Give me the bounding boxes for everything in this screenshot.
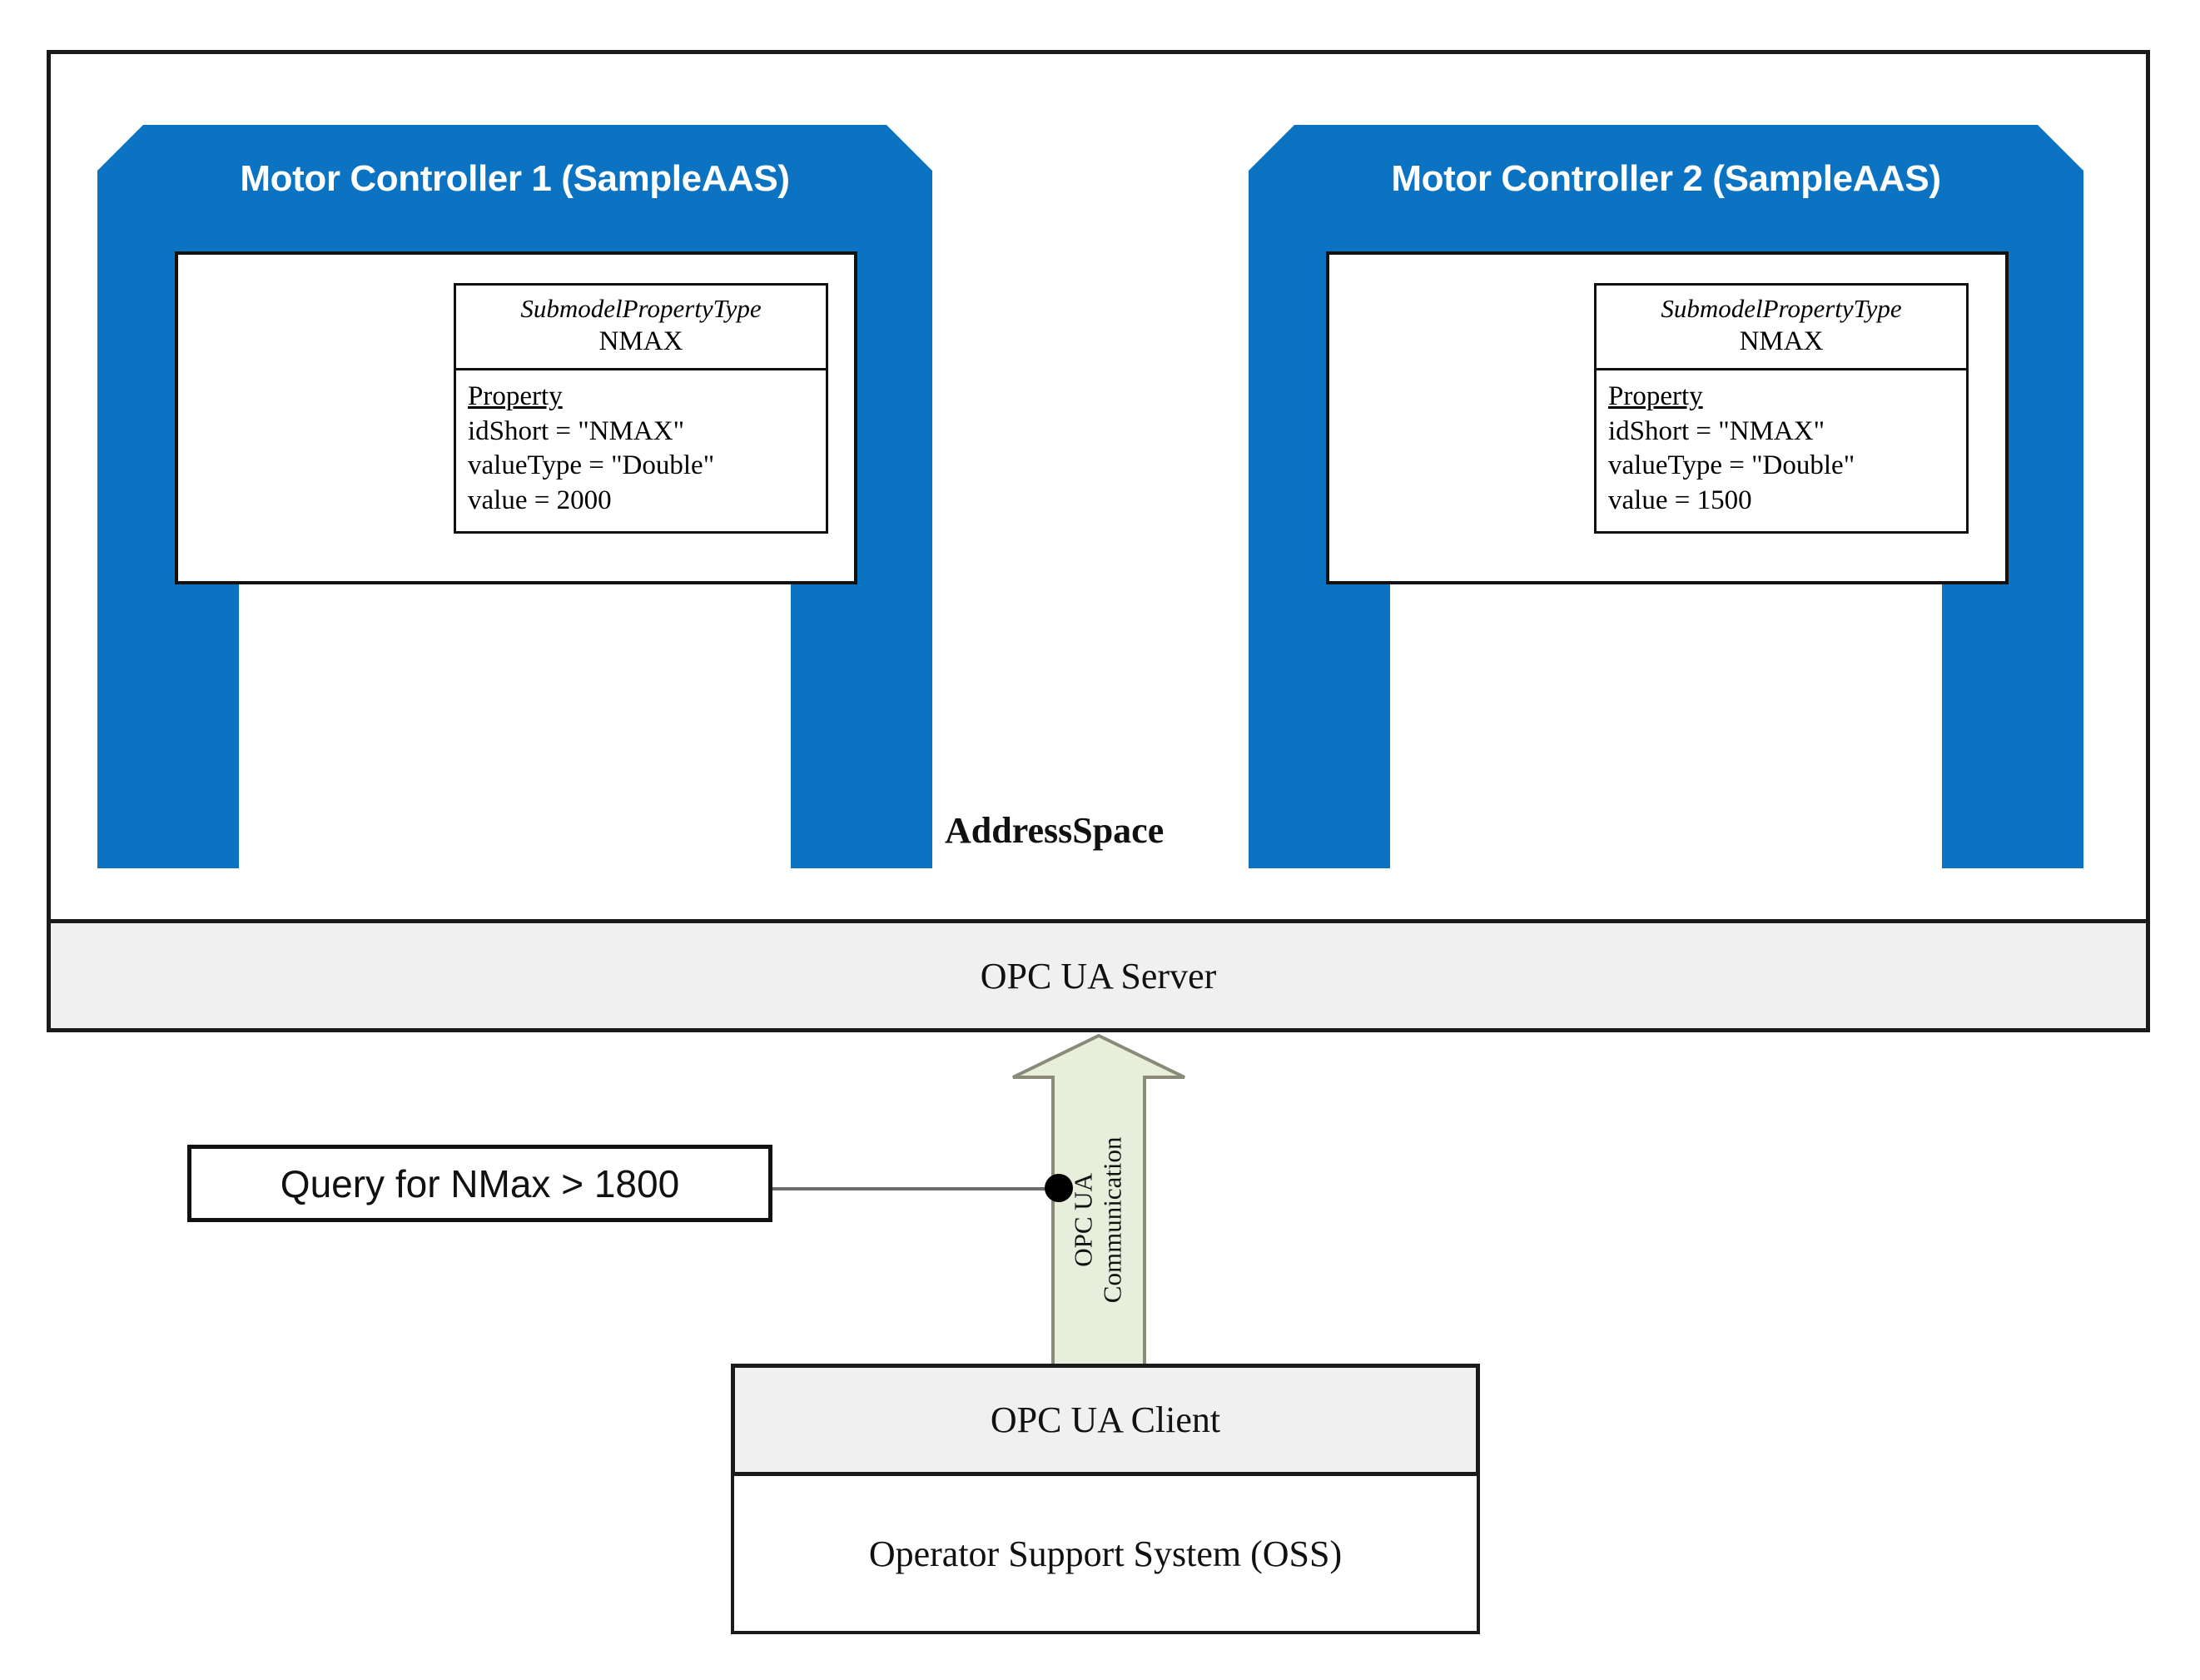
operator-support-system-label: Operator Support System (OSS) [868, 1533, 1343, 1574]
property-stereotype: SubmodelPropertyType [1661, 294, 1902, 323]
motor-controller-2-title: Motor Controller 2 (SampleAAS) [1391, 158, 1941, 199]
property-attribute-valuetype: valueType = "Double" [468, 450, 715, 481]
property-attribute-value: value = 1500 [1608, 485, 1752, 515]
arrow-up-icon [1012, 1034, 1185, 1367]
property-type-name: NMAX [598, 326, 683, 356]
query-connector-line [772, 1187, 1060, 1190]
property-section-label: Property [468, 381, 563, 412]
opc-ua-client-box: OPC UA Client [731, 1364, 1480, 1476]
property-attribute-idshort: idShort = "NMAX" [1608, 415, 1825, 446]
motor-controller-2-property-class-box: SubmodelPropertyType NMAX Property idSho… [1594, 283, 1969, 534]
operator-support-system-box: Operator Support System (OSS) [731, 1476, 1480, 1634]
opc-ua-communication-arrow [1011, 1034, 1186, 1367]
property-class-header: SubmodelPropertyType NMAX [1597, 286, 1966, 371]
property-class-body: Property idShort = "NMAX" valueType = "D… [1597, 370, 1966, 531]
property-class-header: SubmodelPropertyType NMAX [456, 286, 826, 371]
property-attribute-value: value = 2000 [468, 485, 612, 515]
opc-ua-server-label: OPC UA Server [980, 955, 1217, 997]
motor-controller-1-property-class-box: SubmodelPropertyType NMAX Property idSho… [454, 283, 828, 534]
property-class-body: Property idShort = "NMAX" valueType = "D… [456, 370, 826, 531]
motor-controller-1-title: Motor Controller 1 (SampleAAS) [240, 158, 790, 199]
opc-ua-client-label: OPC UA Client [990, 1399, 1221, 1440]
query-connector-dot [1045, 1174, 1073, 1202]
query-callout-label: Query for NMax > 1800 [280, 1161, 680, 1205]
property-attribute-valuetype: valueType = "Double" [1608, 450, 1855, 481]
property-section-label: Property [1608, 381, 1703, 412]
query-callout-box: Query for NMax > 1800 [187, 1145, 772, 1222]
opc-ua-server-bar: OPC UA Server [47, 919, 2150, 1032]
property-attribute-idshort: idShort = "NMAX" [468, 415, 685, 446]
property-stereotype: SubmodelPropertyType [520, 294, 762, 323]
address-space-label: AddressSpace [945, 810, 1165, 851]
property-type-name: NMAX [1739, 326, 1824, 356]
